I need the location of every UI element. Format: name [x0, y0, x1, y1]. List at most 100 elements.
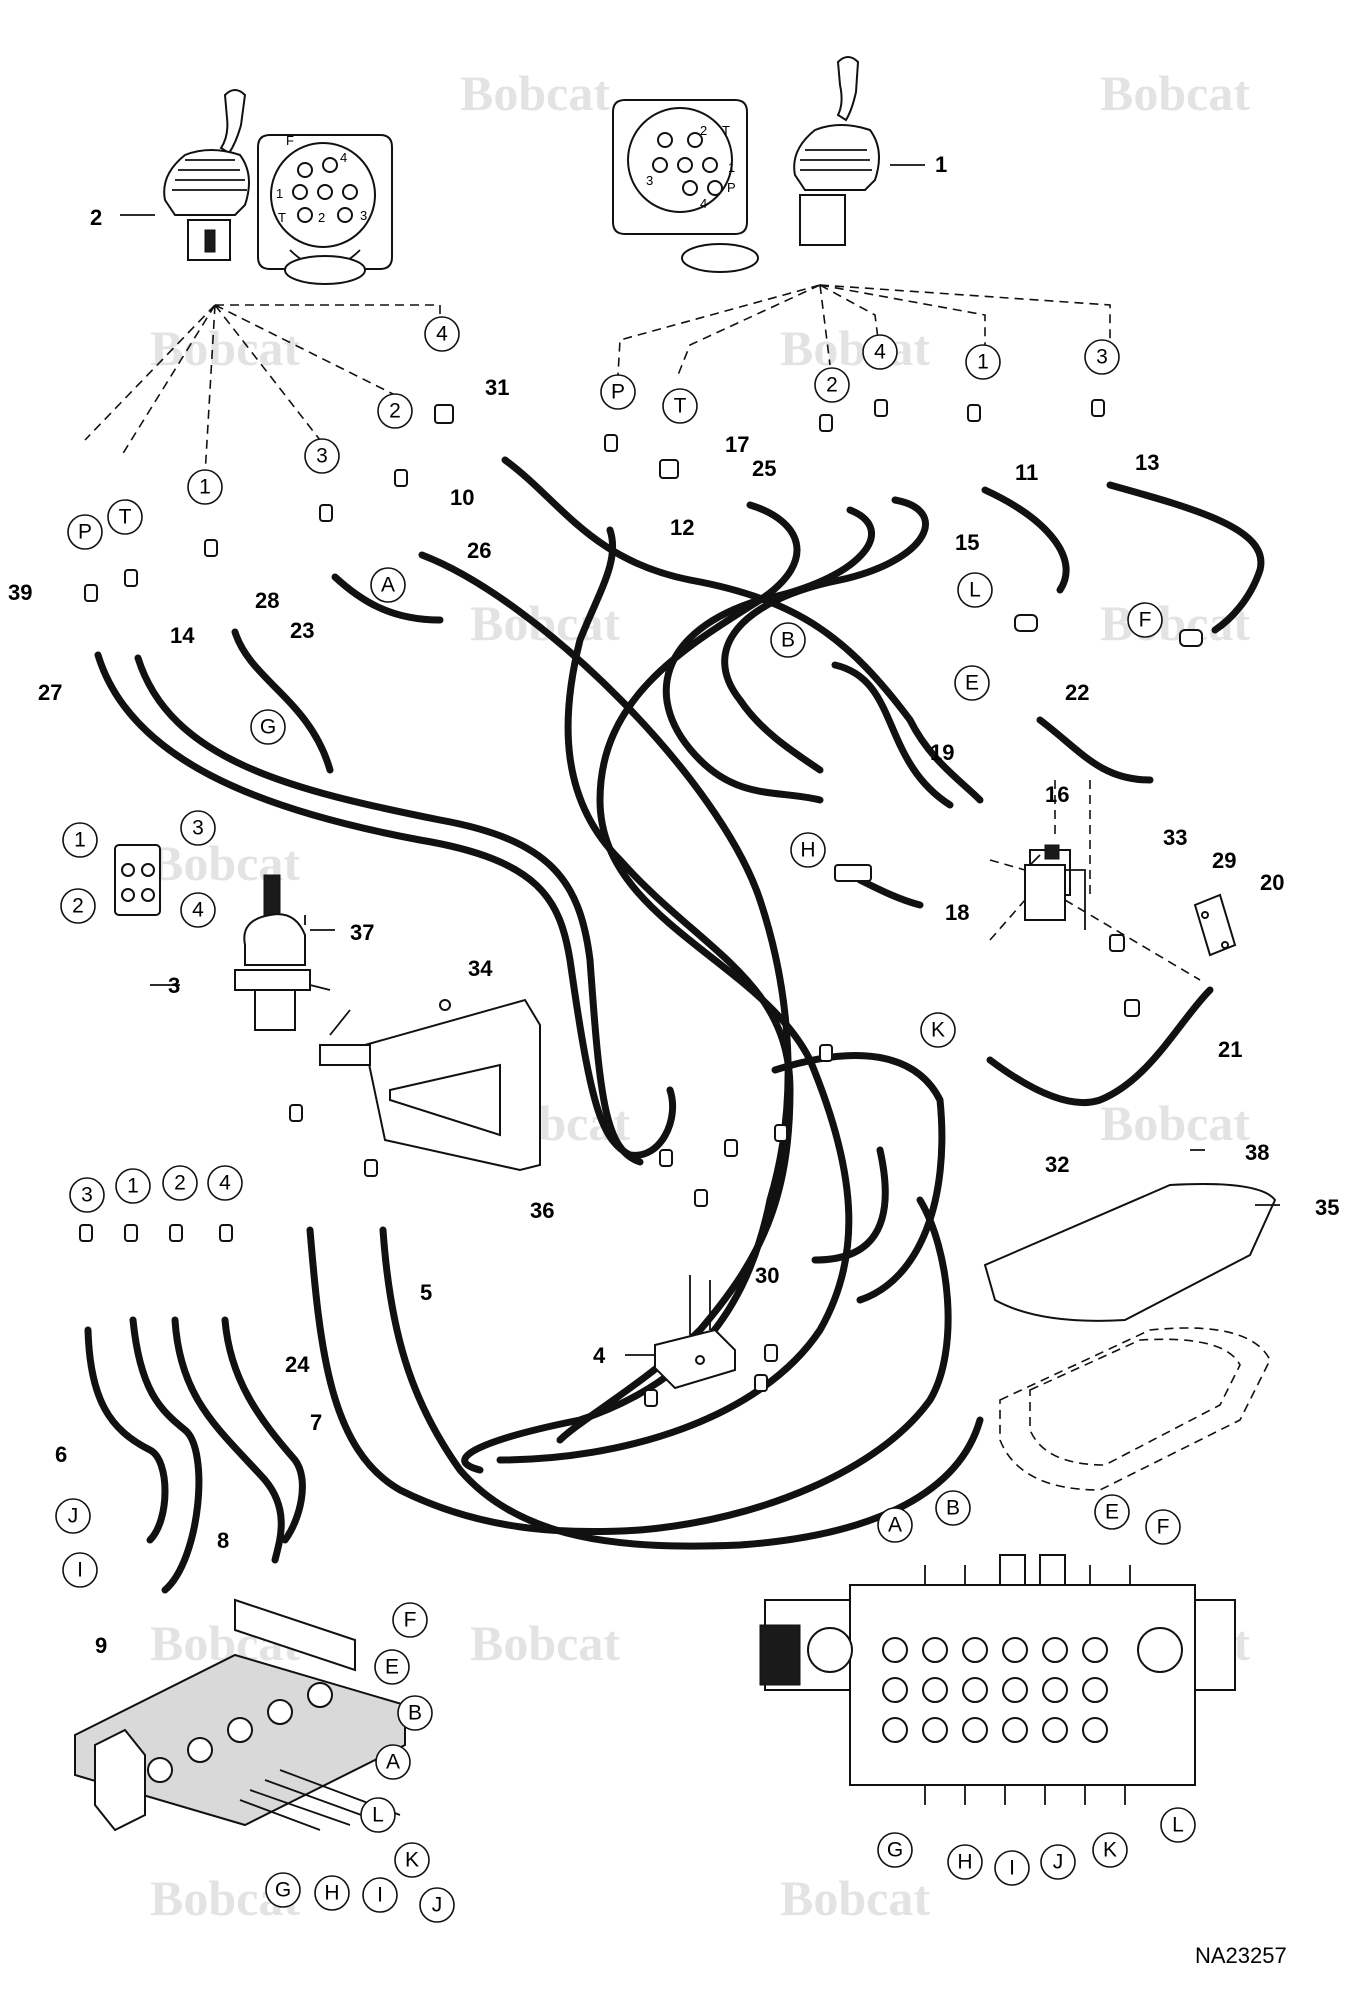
port-H: H: [947, 1844, 983, 1880]
svg-text:G: G: [260, 716, 276, 739]
svg-text:J: J: [432, 1894, 443, 1917]
svg-text:4: 4: [219, 1172, 231, 1195]
floor-plate-35: [983, 1183, 1277, 1491]
svg-text:H: H: [324, 1882, 339, 1905]
port-A: A: [370, 567, 406, 603]
face-label: 2: [318, 210, 325, 225]
port-J: J: [1040, 1844, 1076, 1880]
part-label: 33: [1163, 825, 1187, 850]
part-label: 14: [170, 623, 195, 648]
port-G: G: [265, 1872, 301, 1908]
hoses: [84, 456, 1265, 1594]
svg-text:K: K: [1103, 1839, 1117, 1862]
port-F: F: [392, 1602, 428, 1638]
svg-text:1: 1: [74, 829, 86, 852]
port-E: E: [954, 665, 990, 701]
part-label: 22: [1065, 680, 1089, 705]
port-B: B: [770, 622, 806, 658]
svg-text:I: I: [77, 1559, 83, 1582]
port-2: 2: [814, 367, 850, 403]
part-label: 13: [1135, 450, 1159, 475]
port-2: 2: [377, 393, 413, 429]
part-label: 36: [530, 1198, 554, 1223]
port-P: P: [67, 514, 103, 550]
port-T: T: [107, 499, 143, 535]
port-4: 4: [207, 1165, 243, 1201]
svg-text:B: B: [781, 629, 795, 652]
svg-text:H: H: [957, 1851, 972, 1874]
svg-text:I: I: [377, 1884, 383, 1907]
port-B: B: [397, 1695, 433, 1731]
watermark: Bobcat: [780, 1870, 930, 1926]
part-label: 29: [1212, 848, 1236, 873]
manifold-16: [989, 780, 1201, 981]
face-label: 4: [340, 150, 347, 165]
part-label: 5: [420, 1280, 432, 1305]
circled-port-numbers: P T 1 3 2 4 P T 2 4 1 3 1 3 2 4 3 1 2 4: [60, 316, 1120, 1213]
face-label: 3: [646, 173, 653, 188]
svg-text:T: T: [119, 506, 132, 529]
port-3: 3: [69, 1177, 105, 1213]
svg-text:L: L: [372, 1804, 384, 1827]
spool-row: [882, 1637, 1108, 1743]
port-E: E: [1094, 1494, 1130, 1530]
control-valve-front: [759, 1554, 1236, 1805]
face-label: T: [278, 210, 286, 225]
part-label: 35: [1315, 1195, 1339, 1220]
svg-text:2: 2: [389, 400, 401, 423]
svg-text:3: 3: [192, 817, 204, 840]
face-label: 2: [700, 123, 707, 138]
svg-text:F: F: [404, 1609, 417, 1632]
port-P: P: [600, 374, 636, 410]
svg-text:1: 1: [977, 351, 989, 374]
port-1: 1: [187, 469, 223, 505]
face-label: F: [286, 133, 294, 148]
port-A: A: [877, 1507, 913, 1543]
watermark: Bobcat: [780, 320, 930, 376]
svg-text:1: 1: [199, 476, 211, 499]
bracket-34: [319, 998, 541, 1172]
part-label: 24: [285, 1352, 310, 1377]
port-L: L: [957, 572, 993, 608]
watermark: Bobcat: [470, 1615, 620, 1671]
svg-text:4: 4: [874, 341, 886, 364]
svg-text:P: P: [78, 521, 92, 544]
svg-text:4: 4: [436, 323, 448, 346]
svg-text:H: H: [800, 839, 815, 862]
fittings: [79, 399, 1203, 1407]
port-H: H: [314, 1875, 350, 1911]
svg-text:E: E: [1105, 1501, 1119, 1524]
svg-text:L: L: [1172, 1814, 1184, 1837]
port-K: K: [394, 1842, 430, 1878]
part-label: 23: [290, 618, 314, 643]
pilot-valve-3: [234, 874, 331, 1031]
svg-text:2: 2: [826, 374, 838, 397]
part-label: 6: [55, 1442, 67, 1467]
part-label: 32: [1045, 1152, 1069, 1177]
watermark: Bobcat: [1100, 1095, 1250, 1151]
part-label: 21: [1218, 1037, 1242, 1062]
port-J: J: [55, 1498, 91, 1534]
svg-text:3: 3: [316, 445, 328, 468]
port-K: K: [1092, 1832, 1128, 1868]
port-A: A: [375, 1744, 411, 1780]
port-E: E: [374, 1649, 410, 1685]
part-label: 28: [255, 588, 279, 613]
port-H: H: [790, 832, 826, 868]
svg-text:E: E: [385, 1656, 399, 1679]
svg-text:P: P: [611, 381, 625, 404]
right-joystick: [793, 56, 880, 246]
svg-text:L: L: [969, 579, 981, 602]
part-label: 10: [450, 485, 474, 510]
part-label: 1: [935, 152, 947, 177]
port-L: L: [1160, 1807, 1196, 1843]
svg-text:F: F: [1157, 1516, 1170, 1539]
svg-text:A: A: [888, 1514, 902, 1537]
left-joystick-face: F 4 1 3 T 2: [257, 133, 393, 285]
part-label: 25: [752, 456, 776, 481]
svg-text:K: K: [931, 1019, 945, 1042]
svg-text:E: E: [965, 672, 979, 695]
port-I: I: [994, 1850, 1030, 1886]
face-label: 4: [700, 196, 707, 211]
